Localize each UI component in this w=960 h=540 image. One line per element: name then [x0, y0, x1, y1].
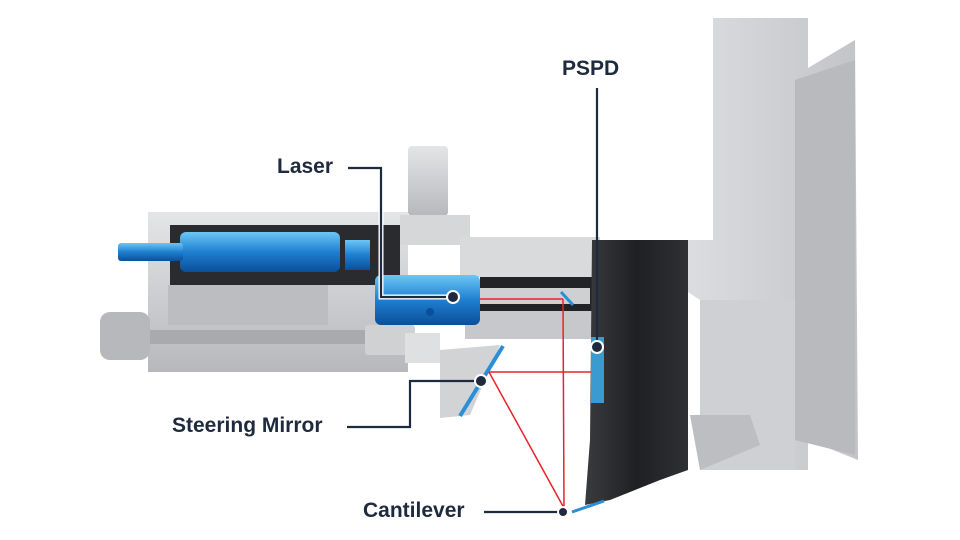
housing: [100, 146, 600, 418]
laser-beam: [480, 298, 591, 509]
cantilever-element: [571, 499, 605, 514]
steering-mirror-leader: [347, 379, 481, 429]
right-frame: [685, 18, 858, 470]
laser-module: [118, 232, 480, 325]
cantilever-label: Cantilever: [363, 499, 465, 522]
cantilever-marker-dot: [557, 506, 569, 518]
fold-mirror: [559, 290, 575, 307]
pspd-label: PSPD: [562, 57, 620, 80]
probe-holder-plate: [585, 240, 688, 505]
pspd-marker-dot: [590, 340, 604, 354]
steering-mirror-label: Steering Mirror: [172, 414, 323, 437]
steering-mirror-marker-dot: [474, 374, 488, 388]
laser-label: Laser: [277, 155, 334, 178]
pspd-detector: [591, 337, 604, 403]
laser-marker-dot: [446, 290, 460, 304]
